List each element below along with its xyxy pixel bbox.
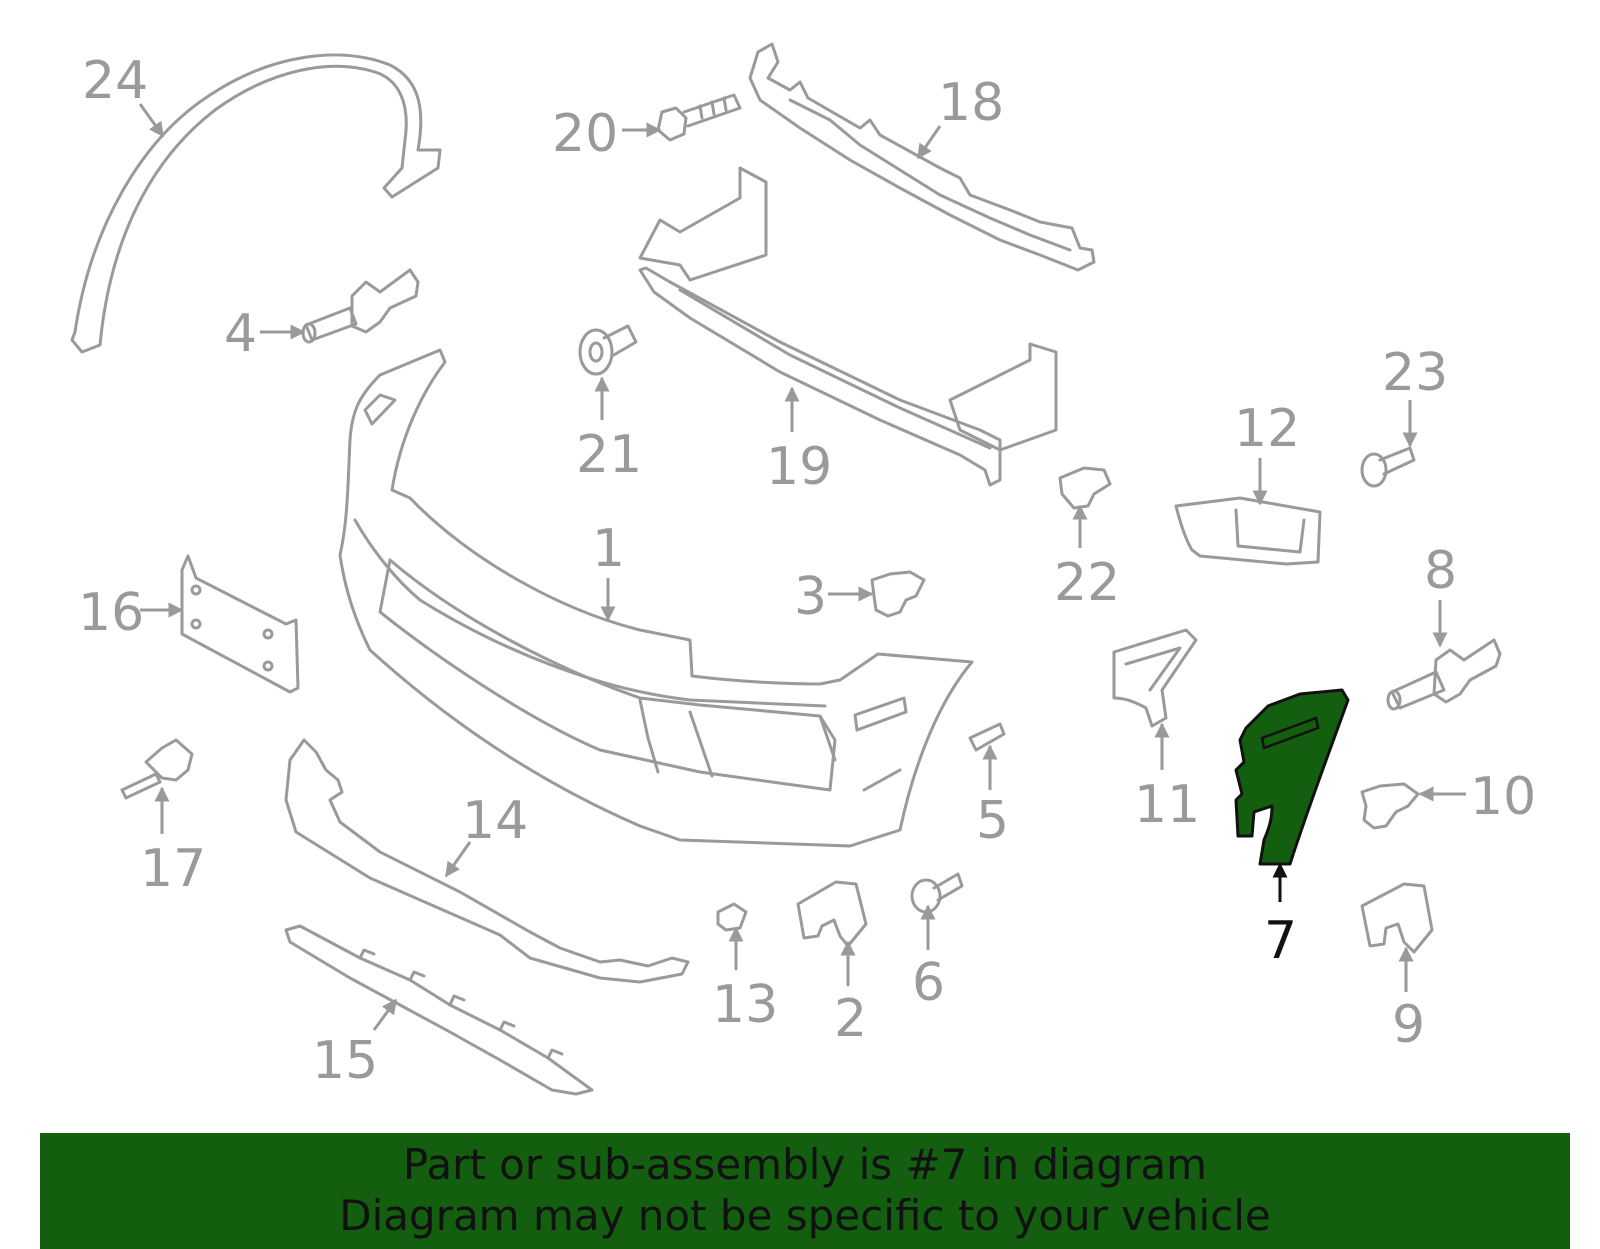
part-10-clip[interactable] — [1360, 782, 1420, 830]
part-6-screw[interactable] — [910, 872, 964, 914]
leader-lines — [138, 103, 1466, 1031]
callout-15: 15 — [312, 1031, 378, 1091]
part-23-screw[interactable] — [1360, 446, 1416, 488]
callout-12: 12 — [1234, 399, 1300, 459]
part-22-bracket[interactable] — [1058, 466, 1112, 510]
callout-labels: 24 20 18 4 21 19 1 3 22 23 12 16 8 11 7 … — [78, 51, 1536, 1091]
callout-14: 14 — [462, 791, 528, 851]
part-15-lower-strip[interactable] — [284, 924, 594, 1096]
callout-18: 18 — [938, 73, 1004, 133]
part-24-wheel-arch-molding[interactable] — [70, 53, 442, 354]
part-18-energy-absorber[interactable] — [748, 42, 1096, 272]
callout-2: 2 — [834, 989, 867, 1049]
part-9-bracket[interactable] — [1360, 882, 1434, 954]
part-12-bracket[interactable] — [1174, 496, 1322, 566]
part-16-license-bracket[interactable] — [180, 554, 300, 694]
callout-10: 10 — [1470, 767, 1536, 827]
part-5-clip[interactable] — [968, 722, 1006, 752]
part-11-deflector[interactable] — [1112, 628, 1198, 728]
callout-23: 23 — [1382, 343, 1448, 403]
part-20-bolt[interactable] — [656, 93, 742, 142]
part-17-clip[interactable] — [120, 738, 194, 800]
part-19-bumper-reinforcement[interactable] — [638, 166, 1058, 487]
callout-24: 24 — [82, 51, 148, 111]
callout-17: 17 — [140, 839, 206, 899]
callout-7: 7 — [1264, 911, 1297, 971]
callout-11: 11 — [1134, 775, 1200, 835]
callout-13: 13 — [712, 975, 778, 1035]
callout-20: 20 — [552, 104, 618, 164]
part-2-bracket[interactable] — [796, 880, 868, 948]
callout-8: 8 — [1424, 541, 1457, 601]
part-1-bumper-cover[interactable] — [338, 348, 974, 848]
callout-19: 19 — [766, 437, 832, 497]
callout-6: 6 — [912, 953, 945, 1013]
callout-9: 9 — [1392, 995, 1425, 1055]
part-7-highlighted-air-deflector[interactable] — [1234, 688, 1350, 866]
part-8-push-pin[interactable] — [1386, 638, 1502, 711]
part-3-clip[interactable] — [870, 570, 926, 618]
callout-4: 4 — [224, 304, 257, 364]
callout-22: 22 — [1054, 553, 1120, 613]
callout-16: 16 — [78, 583, 144, 643]
part-14-lower-valance[interactable] — [284, 738, 690, 984]
banner-line-2: Diagram may not be specific to your vehi… — [339, 1191, 1271, 1240]
callout-3: 3 — [794, 567, 827, 627]
banner-line-1: Part or sub-assembly is #7 in diagram — [402, 1140, 1208, 1189]
part-4-push-pin[interactable] — [301, 268, 420, 344]
callout-21: 21 — [576, 425, 642, 485]
part-13-clip[interactable] — [716, 902, 748, 932]
callout-1: 1 — [592, 519, 625, 579]
part-21-retainer[interactable] — [578, 324, 638, 376]
info-banner: Part or sub-assembly is #7 in diagram Di… — [40, 1133, 1570, 1249]
callout-5: 5 — [976, 791, 1009, 851]
